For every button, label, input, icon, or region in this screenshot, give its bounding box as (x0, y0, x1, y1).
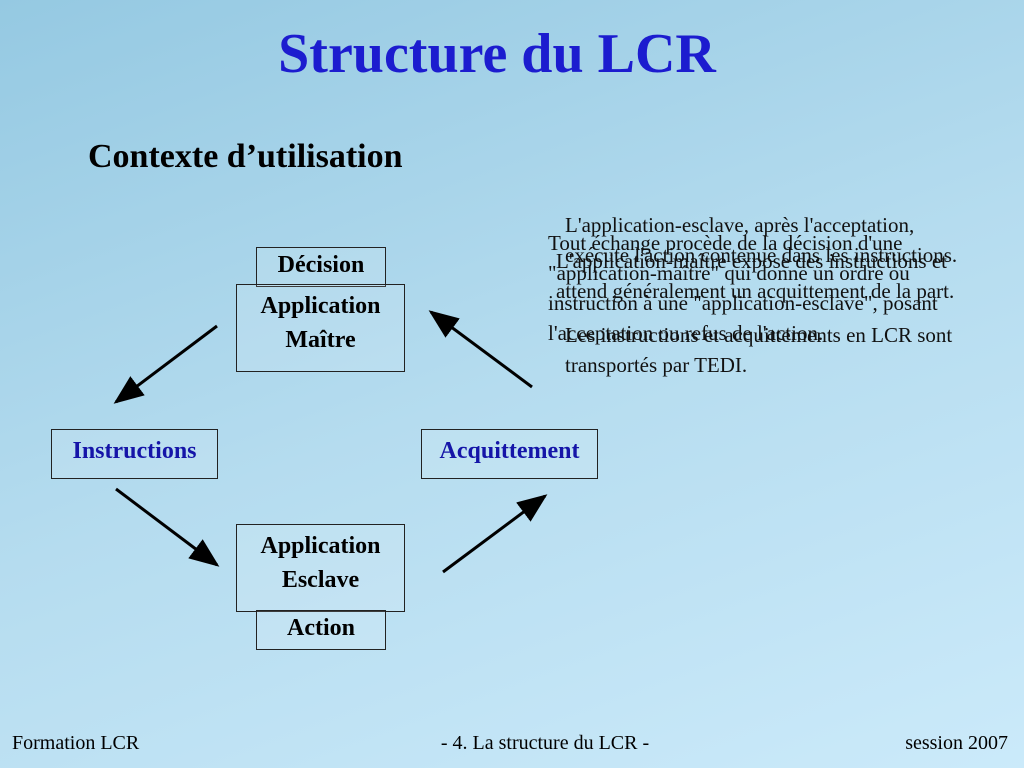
slave-application-box: Application Esclave (236, 524, 405, 612)
decision-label: Décision (277, 252, 365, 278)
arrow-instructions-to-slave (115, 487, 220, 567)
action-box: Action (256, 610, 386, 650)
footer-left: Formation LCR (12, 732, 140, 754)
overlapping-note-c: L'application-maître expose des instruct… (556, 249, 955, 303)
master-label-line1: Application (260, 293, 381, 319)
overlapping-note-a: L'application-esclave, après l'acceptati… (565, 213, 958, 267)
arrow-slave-to-acknowledgement (442, 494, 548, 574)
master-label-line2: Maître (285, 327, 356, 353)
final-note: Les instructions et acquittements en LCR… (565, 323, 953, 377)
footer-center: - 4. La structure du LCR - (440, 732, 650, 754)
instructions-label: Instructions (72, 438, 197, 464)
instructions-box: Instructions (51, 429, 218, 479)
slide-title: Structure du LCR (278, 23, 716, 85)
slide-subtitle: Contexte d’utilisation (88, 138, 403, 175)
action-label: Action (287, 615, 355, 641)
master-application-box: Application Maître (236, 284, 405, 372)
slave-label-line2: Esclave (281, 567, 360, 593)
arrow-acknowledgement-to-master (428, 310, 533, 389)
acknowledgement-label: Acquittement (439, 438, 580, 464)
overlapping-note-b: Tout échange procède de la décision d'un… (548, 231, 938, 345)
footer-right: session 2007 (905, 732, 1008, 754)
arrow-master-to-instructions (113, 324, 218, 404)
slave-label-line1: Application (260, 533, 381, 559)
decision-box: Décision (256, 247, 386, 287)
acknowledgement-box: Acquittement (421, 429, 598, 479)
